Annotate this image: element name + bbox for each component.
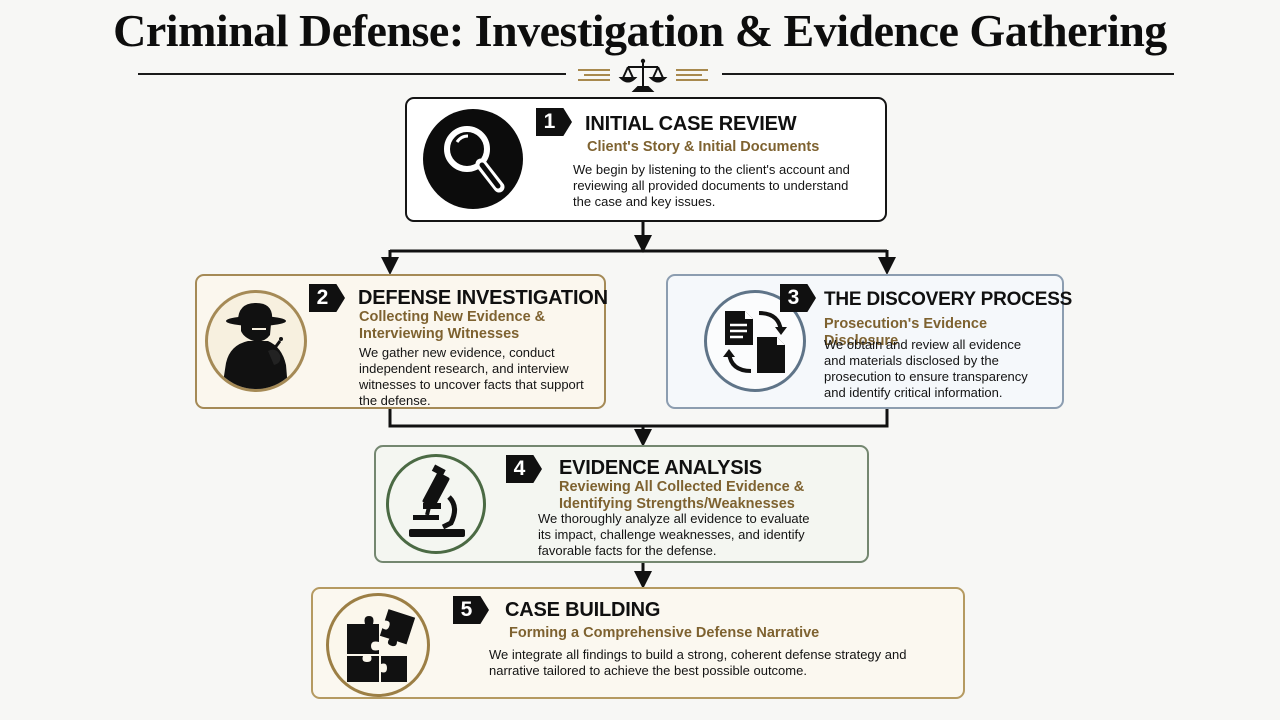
step-description: We obtain and review all evidence and ma…	[824, 337, 1028, 400]
step-subheading: Reviewing All Collected Evidence & Ident…	[559, 479, 805, 512]
step-card-discovery-process: 3 THE DISCOVERY PROCESS Prosecution's Ev…	[666, 274, 1072, 409]
step-subheading: Forming a Comprehensive Defense Narrativ…	[509, 625, 820, 641]
step-number-badge: 4	[506, 455, 542, 483]
detective-icon	[205, 290, 307, 392]
step-number-badge: 5	[453, 596, 489, 624]
title-rule-right	[722, 73, 1174, 75]
step-heading: EVIDENCE ANALYSIS	[559, 457, 762, 479]
step-number-badge: 2	[309, 284, 345, 312]
step-description: We integrate all findings to build a str…	[489, 647, 907, 678]
step-heading: DEFENSE INVESTIGATION	[358, 287, 608, 309]
step-heading: THE DISCOVERY PROCESS	[824, 289, 1073, 310]
microscope-icon	[386, 454, 486, 554]
step-number-badge: 1	[536, 108, 572, 136]
step-card-case-building: 5 CASE BUILDING Forming a Comprehensive …	[311, 587, 965, 699]
magnifying-glass-icon	[423, 109, 523, 209]
step-description: We begin by listening to the client's ac…	[573, 162, 850, 209]
page-title: Criminal Defense: Investigation & Eviden…	[113, 5, 1167, 56]
step-subheading: Prosecution's Evidence Disclosure	[824, 316, 988, 349]
step-number-badge: 3	[780, 284, 816, 312]
step-description: We thoroughly analyze all evidence to ev…	[538, 511, 810, 558]
scales-of-justice-icon	[578, 58, 708, 92]
puzzle-icon	[326, 593, 430, 697]
step-card-initial-case-review: 1 INITIAL CASE REVIEW Client's Story & I…	[405, 97, 887, 222]
step-heading: CASE BUILDING	[505, 599, 661, 621]
step-subheading: Client's Story & Initial Documents	[587, 139, 820, 155]
step-card-evidence-analysis: 4 EVIDENCE ANALYSIS Reviewing All Collec…	[374, 445, 869, 563]
step-description: We gather new evidence, conduct independ…	[359, 345, 584, 408]
step-card-defense-investigation: 2 DEFENSE INVESTIGATION Collecting New E…	[195, 274, 608, 409]
title-rule-left	[138, 73, 566, 75]
step-heading: INITIAL CASE REVIEW	[585, 113, 797, 135]
step-subheading: Collecting New Evidence & Interviewing W…	[359, 309, 546, 342]
